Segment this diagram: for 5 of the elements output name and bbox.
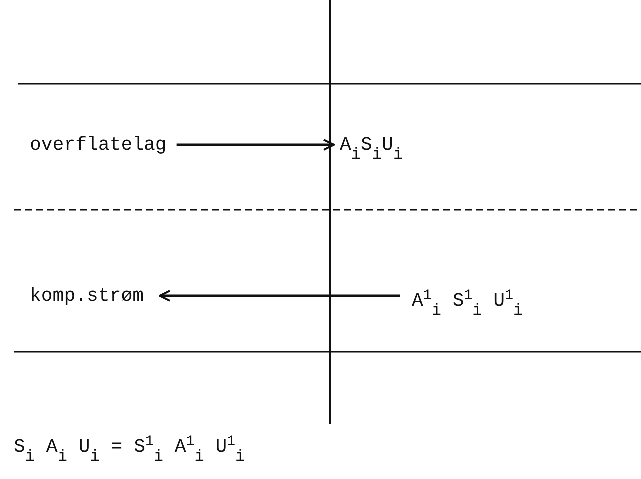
arrow [176,139,335,151]
layer-label: overflatelag [30,133,167,157]
arrow [159,290,400,302]
formula-text: A$_{i}$S$_{i}$U$_{i}$ [340,133,404,167]
layer-label: komp.strøm [30,284,144,308]
